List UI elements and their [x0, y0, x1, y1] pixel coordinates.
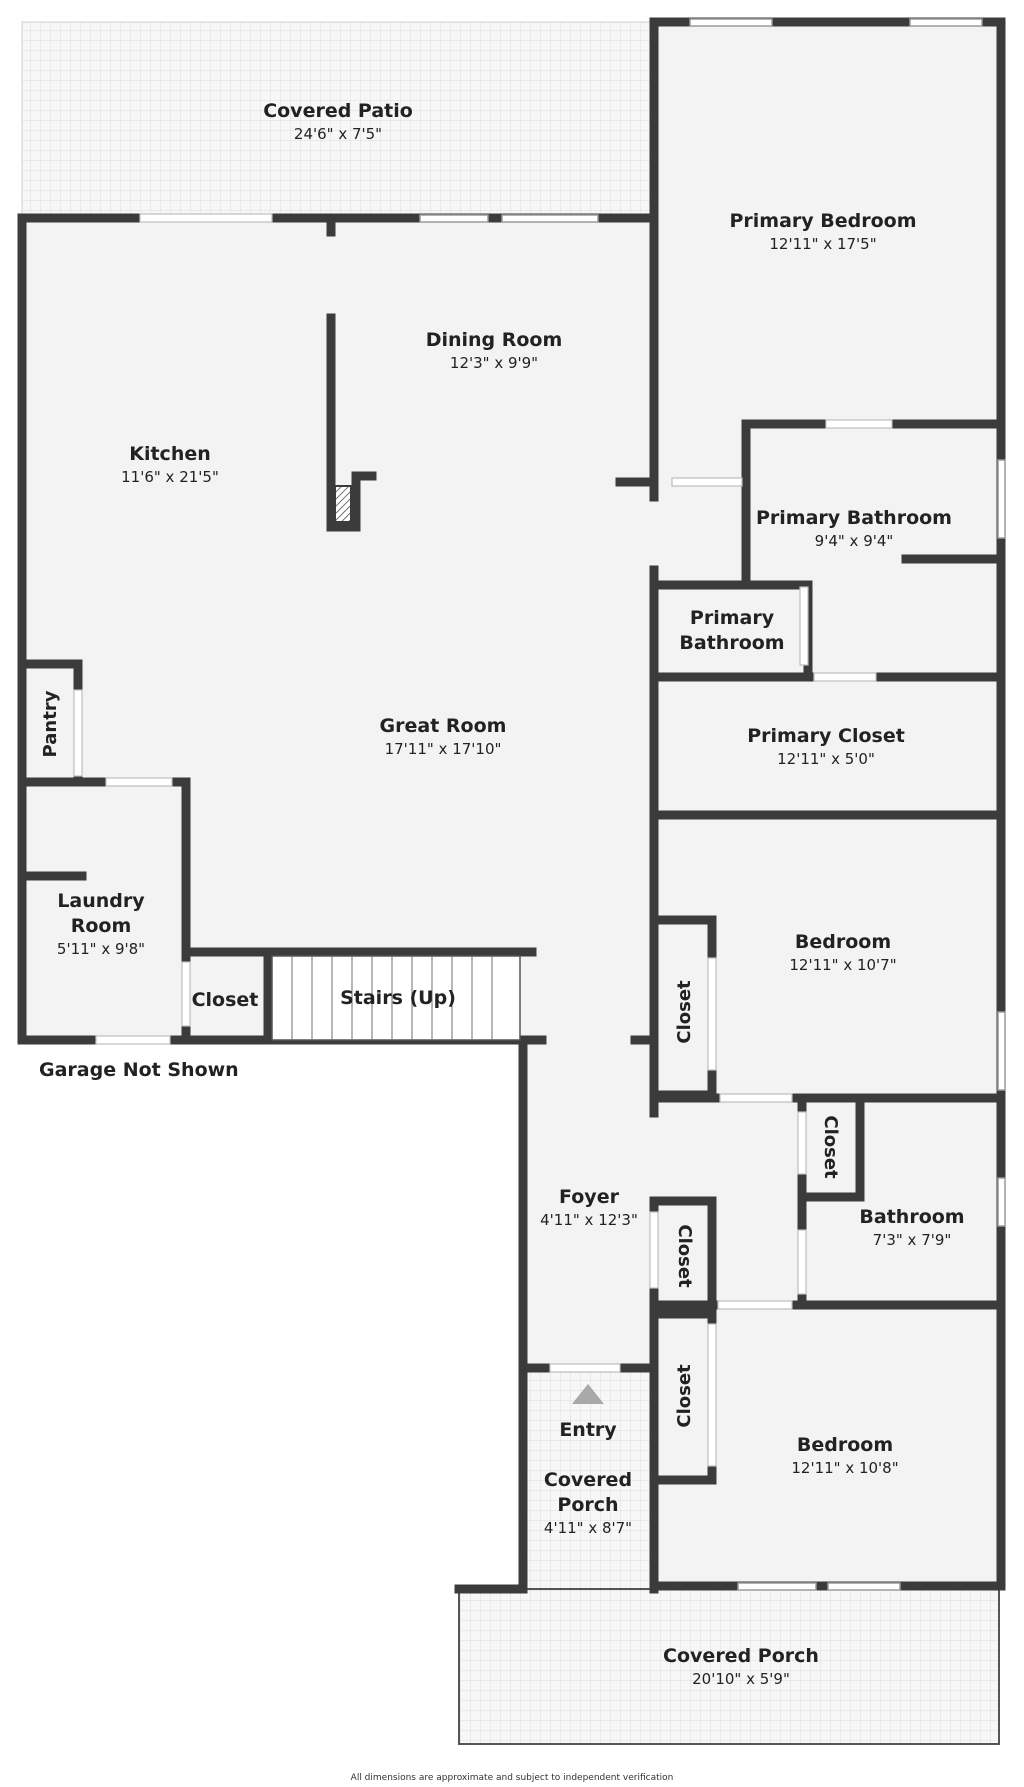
- laundry-closet-name: Closet: [192, 989, 259, 1011]
- primary-bedroom-name: Primary Bedroom: [729, 210, 916, 232]
- bedroom-upper-dim: 12'11" x 10'7": [789, 956, 896, 974]
- foyer-name: Foyer: [559, 1186, 620, 1208]
- primary-bedroom-dim: 12'11" x 17'5": [769, 235, 876, 253]
- primary-bathroom-small-line1: Primary: [690, 607, 775, 629]
- laundry-room-dim: 5'11" x 9'8": [57, 940, 145, 958]
- dining-room-dim: 12'3" x 9'9": [450, 354, 538, 372]
- kitchen-dim: 11'6" x 21'5": [121, 468, 219, 486]
- covered-porch-small-dim: 4'11" x 8'7": [544, 1519, 632, 1537]
- great-room-name: Great Room: [380, 715, 507, 737]
- foyer-dim: 4'11" x 12'3": [540, 1211, 638, 1229]
- disclaimer: All dimensions are approximate and subje…: [351, 1773, 674, 1783]
- entry-name: Entry: [559, 1419, 617, 1441]
- primary-bathroom-name: Primary Bathroom: [756, 507, 952, 529]
- bathroom-dim: 7'3" x 7'9": [873, 1231, 952, 1249]
- covered-patio-area: [22, 22, 654, 218]
- windows: [419, 18, 1006, 1591]
- stairs-graphic: [271, 955, 521, 1041]
- bedroom-upper-name: Bedroom: [795, 931, 891, 953]
- primary-closet-dim: 12'11" x 5'0": [777, 750, 875, 768]
- fireplace-column: [334, 485, 352, 523]
- dining-room-name: Dining Room: [426, 329, 563, 351]
- interior-floor: [22, 22, 1001, 1586]
- covered-porch-area: [459, 1589, 999, 1744]
- stairs-name: Stairs (Up): [340, 987, 456, 1009]
- interior-walls: [17, 213, 1002, 1594]
- covered-porch-name: Covered Porch: [663, 1645, 819, 1667]
- covered-patio-dim: 24'6" x 7'5": [294, 125, 382, 143]
- bedroom-upper-closet-name: Closet: [674, 980, 695, 1044]
- foyer-closet-name: Closet: [674, 1224, 695, 1288]
- laundry-room-line1: Laundry: [57, 890, 145, 912]
- primary-closet-name: Primary Closet: [747, 725, 905, 747]
- covered-porch-dim: 20'10" x 5'9": [692, 1670, 790, 1688]
- great-room-dim: 17'11" x 17'10": [385, 740, 502, 758]
- covered-porch-small-area: [523, 1368, 656, 1591]
- primary-bathroom-dim: 9'4" x 9'4": [815, 532, 894, 550]
- bedroom-lower-closet-name: Closet: [674, 1364, 695, 1428]
- kitchen-name: Kitchen: [129, 443, 211, 465]
- pantry-name: Pantry: [40, 690, 61, 757]
- entry-arrow-icon: [572, 1384, 604, 1404]
- bathroom-name: Bathroom: [859, 1206, 964, 1228]
- doorways: [73, 213, 893, 1467]
- covered-porch-small-line1: Covered: [544, 1469, 632, 1491]
- covered-porch-small-line2: Porch: [557, 1494, 618, 1516]
- laundry-room-line2: Room: [71, 915, 132, 937]
- covered-patio-name: Covered Patio: [263, 100, 413, 122]
- bedroom-lower-dim: 12'11" x 10'8": [791, 1459, 898, 1477]
- bedroom-lower-name: Bedroom: [797, 1434, 893, 1456]
- garage-not-shown-note: Garage Not Shown: [39, 1059, 239, 1081]
- primary-bathroom-small-line2: Bathroom: [679, 632, 784, 654]
- bath-closet-name: Closet: [820, 1115, 841, 1179]
